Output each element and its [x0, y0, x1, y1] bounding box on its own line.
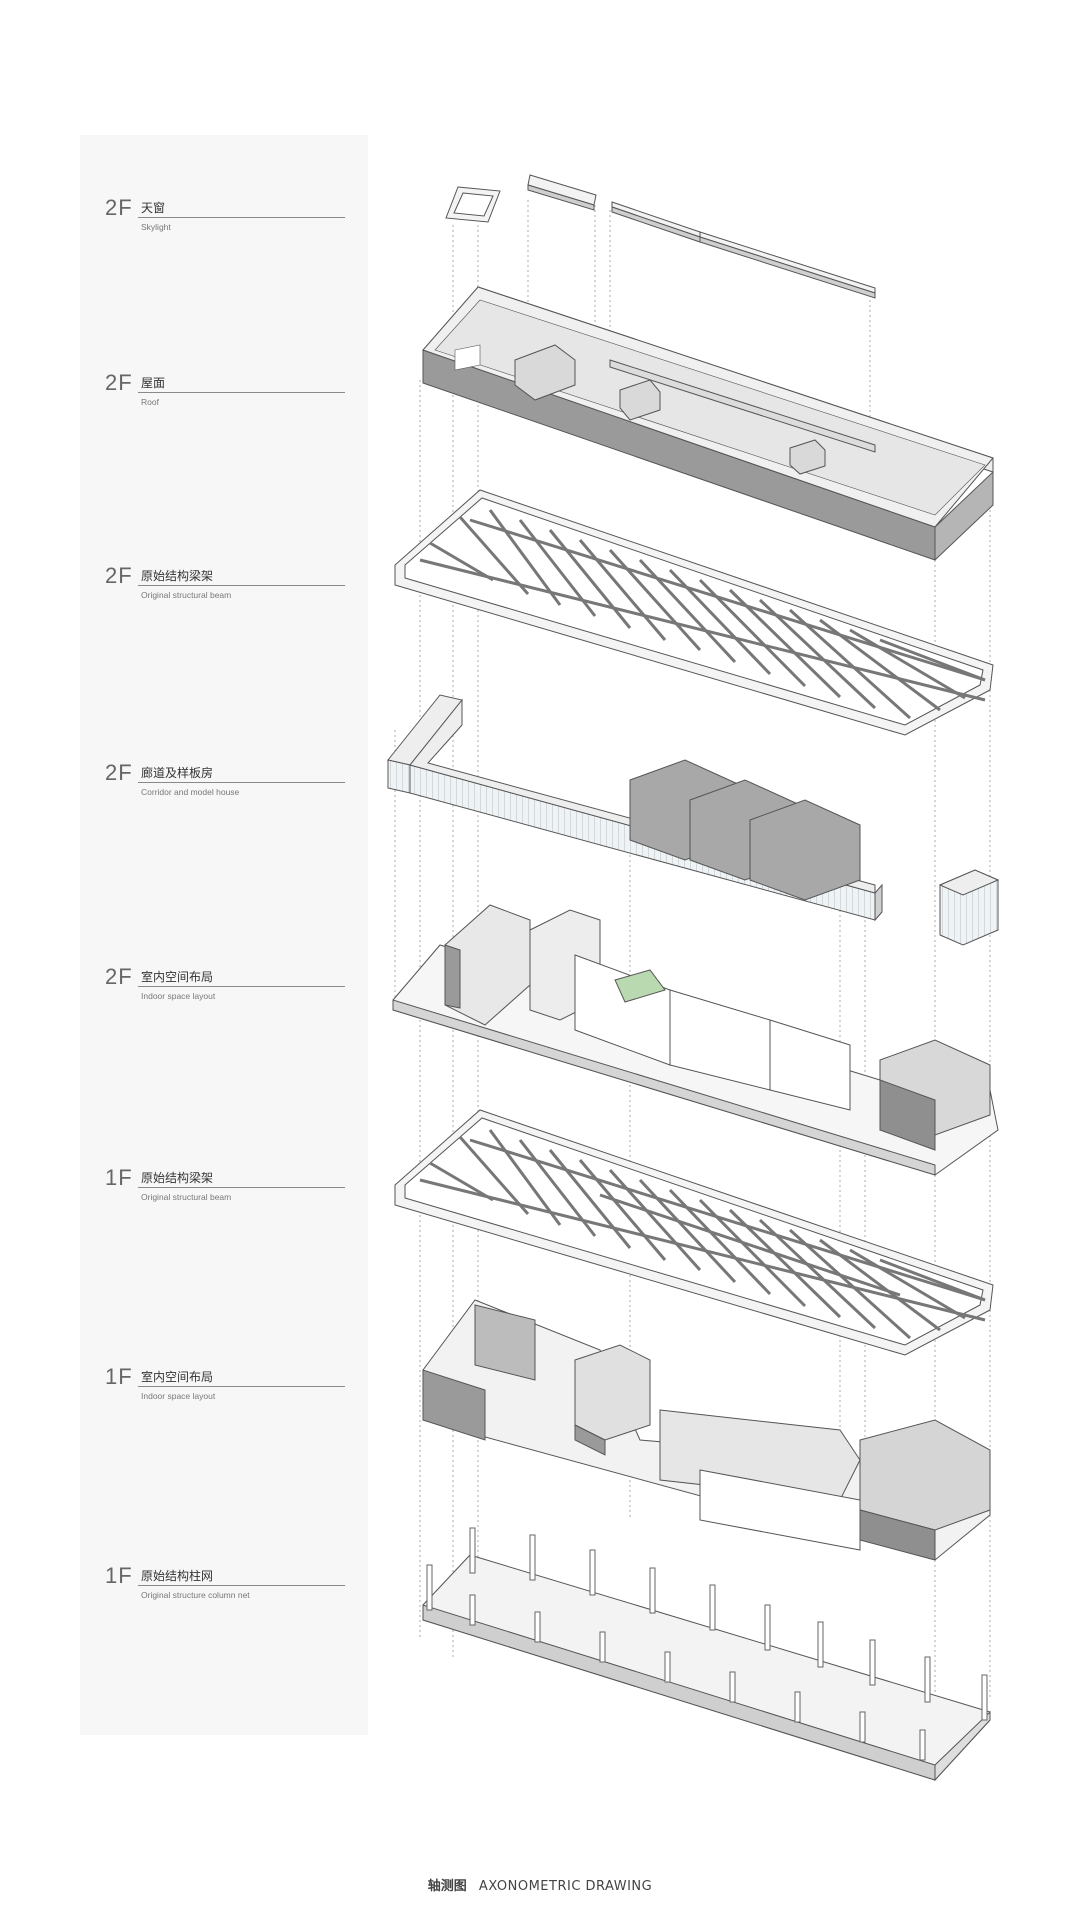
floor-number: 2F — [105, 964, 133, 989]
layer-label-1f-beam: 1F 原始结构梁架 Original structural beam — [100, 1165, 345, 1215]
layer-name-en: Indoor space layout — [141, 991, 216, 1001]
layer-name-en: Original structural beam — [141, 590, 232, 600]
drawing-caption: 轴测图 AXONOMETRIC DRAWING — [0, 1875, 1080, 1894]
caption-cn: 轴测图 — [427, 1879, 467, 1894]
caption-en: AXONOMETRIC DRAWING — [478, 1879, 653, 1894]
label-rule — [138, 782, 345, 783]
roof-layer — [422, 286, 994, 562]
layer-name-cn: 室内空间布局 — [141, 970, 214, 984]
layer-name-cn: 原始结构柱网 — [141, 1569, 214, 1583]
floor-number: 2F — [105, 195, 133, 220]
label-panel-background — [80, 135, 368, 1735]
floor-number: 1F — [105, 1563, 133, 1588]
floor-number: 2F — [105, 563, 133, 588]
column-net-1f — [422, 1527, 991, 1782]
label-rule — [138, 986, 345, 987]
layer-name-en: Skylight — [141, 222, 171, 232]
layer-name-en: Original structural beam — [141, 1192, 232, 1202]
beam-grid-2f — [394, 489, 994, 736]
layer-name-en: Indoor space layout — [141, 1391, 216, 1401]
layer-label-column-net: 1F 原始结构柱网 Original structure column net — [100, 1563, 345, 1613]
layer-name-cn: 室内空间布局 — [141, 1370, 214, 1384]
layer-label-1f-indoor: 1F 室内空间布局 Indoor space layout — [100, 1364, 345, 1414]
layer-label-corridor: 2F 廊道及样板房 Corridor and model house — [100, 760, 345, 810]
floor-number: 2F — [105, 370, 133, 395]
label-rule — [138, 1585, 345, 1586]
floor-number: 1F — [105, 1364, 133, 1389]
layer-name-en: Corridor and model house — [141, 787, 240, 797]
label-rule — [138, 1187, 345, 1188]
layer-name-en: Original structure column net — [141, 1590, 250, 1600]
layer-name-en: Roof — [141, 397, 159, 407]
layer-label-roof: 2F 屋面 Roof — [100, 370, 345, 420]
label-rule — [138, 585, 345, 586]
floor-number: 2F — [105, 760, 133, 785]
layer-name-cn: 原始结构梁架 — [141, 569, 214, 583]
indoor-layout-2f — [392, 904, 999, 1176]
layer-name-cn: 原始结构梁架 — [141, 1171, 214, 1185]
layer-label-2f-beam: 2F 原始结构梁架 Original structural beam — [100, 563, 345, 613]
label-rule — [138, 1386, 345, 1387]
indoor-layout-1f — [422, 1299, 991, 1561]
floor-number: 1F — [105, 1165, 133, 1190]
label-rule — [138, 392, 345, 393]
corridor-layer — [387, 694, 1000, 946]
layer-label-skylight: 2F 天窗 Skylight — [100, 195, 345, 245]
layer-name-cn: 廊道及样板房 — [141, 766, 214, 780]
beam-grid-1f — [394, 1109, 994, 1356]
label-rule — [138, 217, 345, 218]
layer-label-2f-indoor: 2F 室内空间布局 Indoor space layout — [100, 964, 345, 1014]
layer-name-cn: 屋面 — [141, 376, 166, 390]
layer-name-cn: 天窗 — [141, 201, 166, 215]
skylight-layer — [445, 174, 876, 299]
